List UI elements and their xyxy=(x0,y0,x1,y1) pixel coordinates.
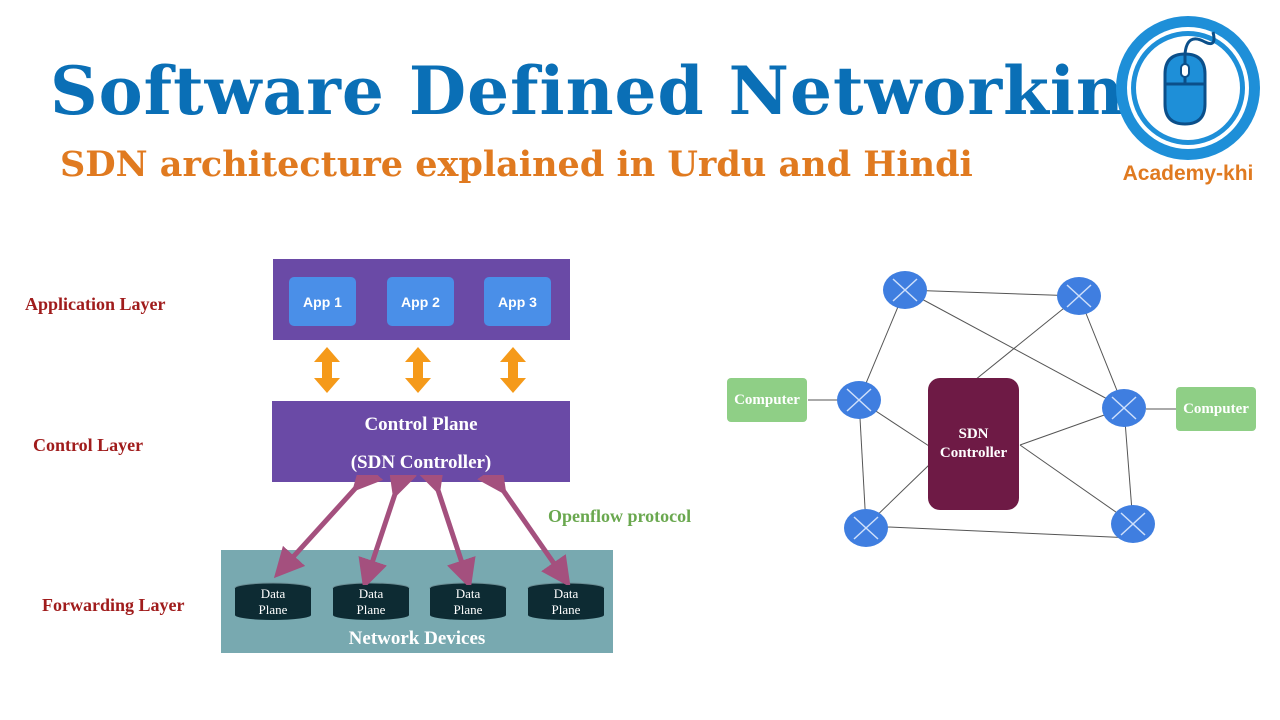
control-plane-subtitle: (SDN Controller) xyxy=(350,452,492,473)
network-switch-icon xyxy=(1057,277,1101,315)
network-devices-label: Network Devices xyxy=(348,628,486,649)
sdn-topology xyxy=(808,271,1176,547)
sdn-controller-label: SDN xyxy=(958,426,989,442)
openflow-arrow xyxy=(358,475,417,585)
sdn-controller-box: SDN Controller xyxy=(928,378,1019,510)
page-subtitle: SDN architecture explained in Urdu and H… xyxy=(60,144,973,185)
network-switch-icon xyxy=(1102,389,1146,427)
logo-text: Academy-khi xyxy=(1122,162,1254,185)
academy-logo xyxy=(1116,16,1260,160)
data-plane-label: Plane xyxy=(453,602,483,617)
data-plane-label: Plane xyxy=(356,602,386,617)
control-layer-label: Control Layer xyxy=(33,435,144,455)
database-icon xyxy=(429,582,507,620)
database-icon xyxy=(332,582,410,620)
network-switch-icon xyxy=(844,509,888,547)
app-1-box: App 1 xyxy=(289,277,356,326)
computer-left: Computer xyxy=(727,378,807,422)
sdn-controller-label: Controller xyxy=(939,445,1008,461)
data-plane-label: Data xyxy=(260,586,286,601)
control-plane-box: Control Plane (SDN Controller) xyxy=(272,401,570,482)
double-arrow-icon xyxy=(405,347,431,393)
openflow-arrow xyxy=(273,475,384,579)
mouse-icon xyxy=(1163,31,1216,126)
data-plane-label: Data xyxy=(455,586,481,601)
control-plane-title: Control Plane xyxy=(364,414,478,435)
app-2-box: App 2 xyxy=(387,277,454,326)
computer-right: Computer xyxy=(1176,387,1256,431)
double-arrow-icon xyxy=(314,347,340,393)
openflow-arrow xyxy=(416,475,476,585)
application-layer-label: Application Layer xyxy=(25,294,166,314)
page-title: Software Defined Networking xyxy=(50,52,1173,130)
app-3-box: App 3 xyxy=(484,277,551,326)
data-plane-label: Data xyxy=(553,586,579,601)
openflow-arrows xyxy=(273,475,571,585)
network-switch-icon xyxy=(883,271,927,309)
data-plane-label: Plane xyxy=(258,602,288,617)
database-icon xyxy=(234,582,312,620)
double-arrow-icon xyxy=(500,347,526,393)
app-control-arrows xyxy=(314,347,526,393)
openflow-arrow xyxy=(477,475,571,585)
data-plane-label: Data xyxy=(358,586,384,601)
forwarding-layer-label: Forwarding Layer xyxy=(42,595,185,615)
openflow-protocol-label: Openflow protocol xyxy=(548,506,692,526)
network-switch-icon xyxy=(1111,505,1155,543)
network-switch-icon xyxy=(837,381,881,419)
data-plane-label: Plane xyxy=(551,602,581,617)
